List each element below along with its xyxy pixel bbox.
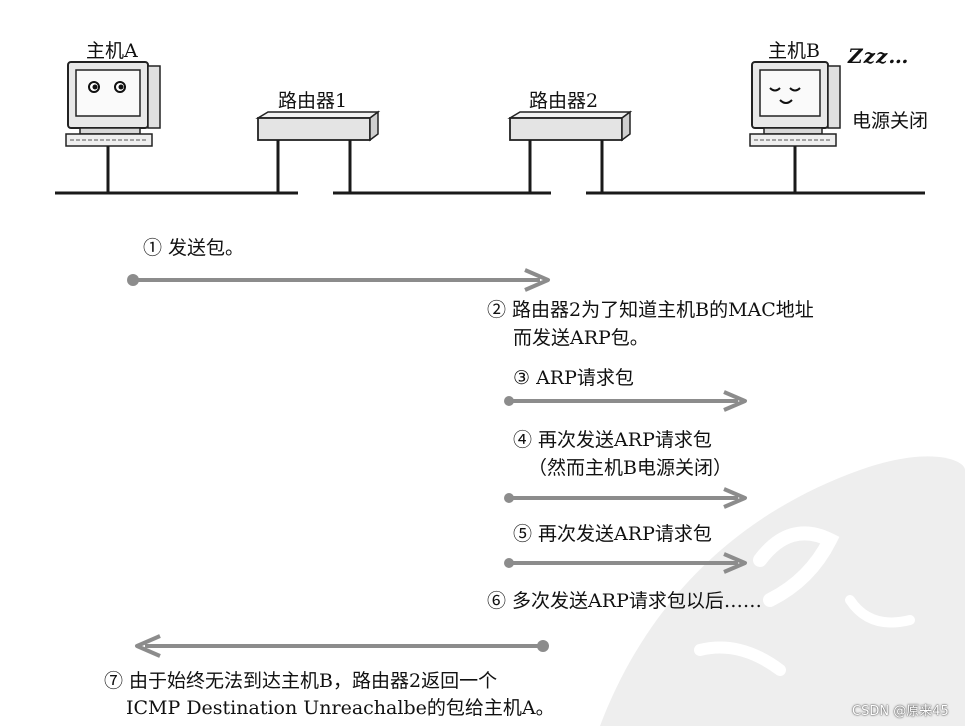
step-1-text: ① 发送包。 <box>143 237 245 259</box>
arrow-send-packet <box>127 268 550 292</box>
sleep-label: Zzz… <box>848 44 910 68</box>
host-a-computer-icon <box>65 61 161 193</box>
step-7-text-line-2: ICMP Destination Unreachalbe的包给主机A。 <box>126 697 555 719</box>
arrow-arp-request <box>504 390 747 412</box>
host-b-computer-icon <box>749 61 841 193</box>
router-2-icon <box>507 110 633 193</box>
router-1-label: 路由器1 <box>278 90 348 112</box>
host-b-label: 主机B <box>768 40 820 62</box>
router-2-label: 路由器2 <box>529 90 599 112</box>
step-7-text-line-1: ⑦ 由于始终无法到达主机B，路由器2返回一个 <box>104 670 498 692</box>
arrow-arp-resend-2 <box>504 552 747 574</box>
host-a-label: 主机A <box>86 40 138 62</box>
step-4-text-line-1: ④ 再次发送ARP请求包 <box>513 429 712 451</box>
power-off-label: 电源关闭 <box>852 110 929 132</box>
router-1-icon <box>255 110 381 193</box>
step-4-text-line-2: （然而主机B电源关闭） <box>528 457 732 479</box>
step-3-text: ③ ARP请求包 <box>513 367 634 389</box>
arrow-arp-resend-1 <box>504 487 747 509</box>
step-2-text-line-2: 而发送ARP包。 <box>513 327 649 349</box>
step-6-text: ⑥ 多次发送ARP请求包以后…… <box>487 590 762 612</box>
step-2-text-line-1: ② 路由器2为了知道主机B的MAC地址 <box>487 299 814 321</box>
seal-watermark <box>600 456 965 726</box>
arrow-icmp-unreachable <box>135 634 549 658</box>
csdn-watermark: CSDN @原来45 <box>852 704 949 719</box>
step-5-text: ⑤ 再次发送ARP请求包 <box>513 523 712 545</box>
